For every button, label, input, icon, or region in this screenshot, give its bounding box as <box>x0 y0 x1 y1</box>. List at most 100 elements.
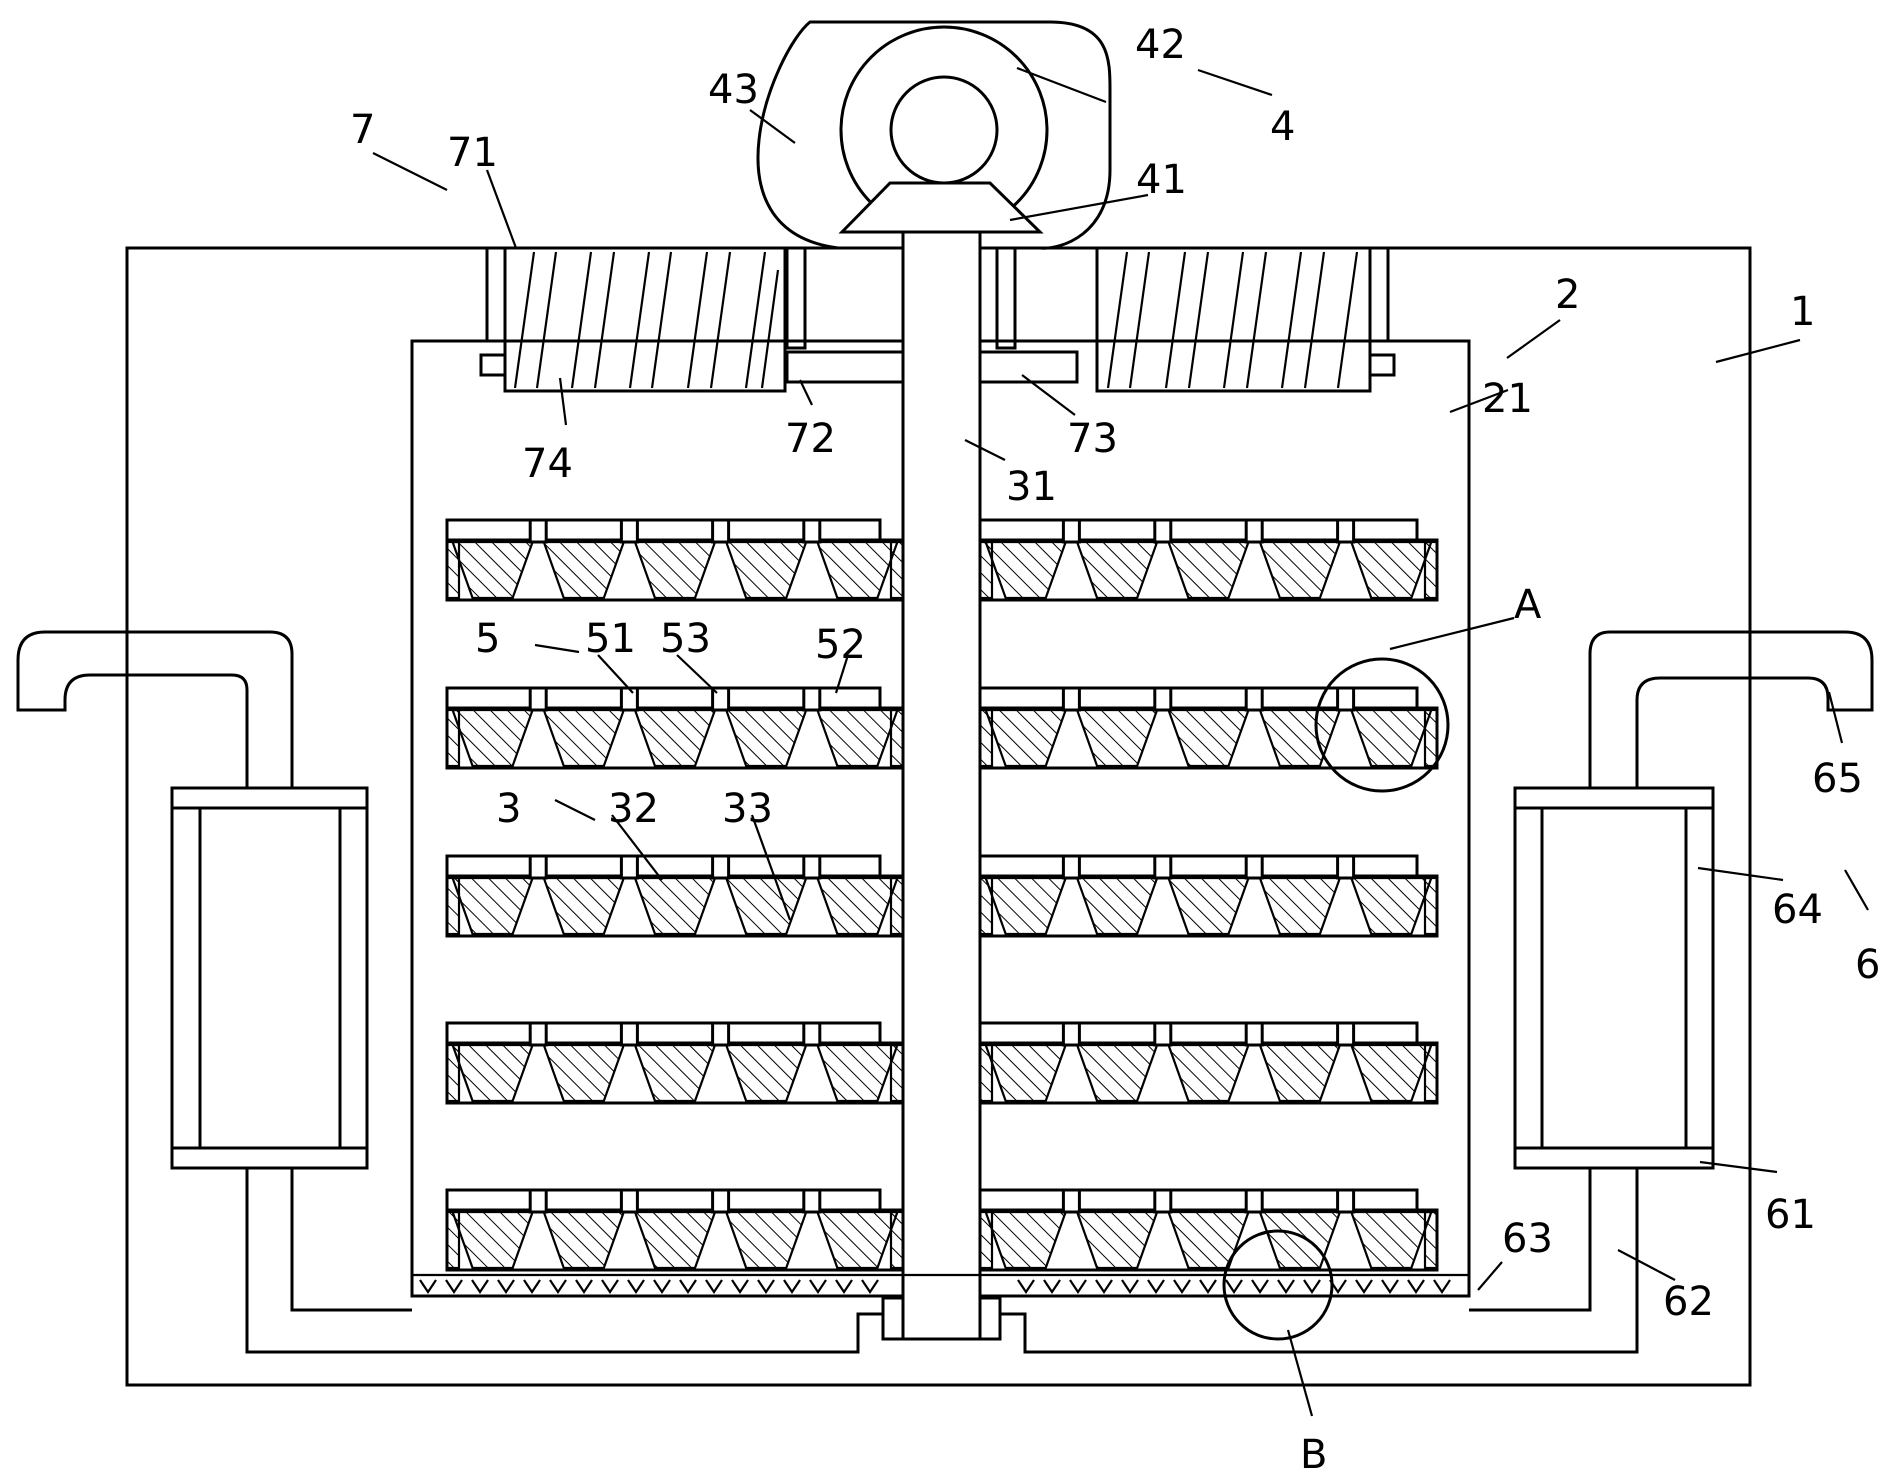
connector <box>1336 686 1356 712</box>
filter-mesh <box>1355 1279 1373 1294</box>
detail-circle-b <box>1222 1229 1334 1341</box>
connector <box>619 854 639 880</box>
filter-mesh <box>575 1279 593 1294</box>
filter-mesh <box>1147 1279 1165 1294</box>
connector <box>1244 686 1264 712</box>
connector <box>1153 518 1173 544</box>
blade <box>984 540 1068 600</box>
left-pump-body <box>170 786 369 1170</box>
blade <box>1349 540 1433 600</box>
blade <box>815 1210 899 1270</box>
label-32: 32 <box>608 786 659 832</box>
filter-mesh <box>419 1279 437 1294</box>
connector <box>1153 1021 1173 1047</box>
filter-mesh <box>1043 1279 1061 1294</box>
connector <box>802 518 822 544</box>
plate-end <box>445 1210 461 1270</box>
blade <box>633 708 717 768</box>
blade <box>542 708 626 768</box>
connector <box>1244 1188 1264 1214</box>
label-72: 72 <box>785 416 836 462</box>
blade <box>633 540 717 600</box>
blade <box>633 876 717 936</box>
blade <box>815 708 899 768</box>
blade <box>542 1210 626 1270</box>
label-43: 43 <box>708 67 759 113</box>
filter-mesh <box>549 1279 567 1294</box>
label-3: 3 <box>496 786 521 832</box>
blade <box>1258 1210 1342 1270</box>
filter-mesh <box>705 1279 723 1294</box>
connector <box>1336 1021 1356 1047</box>
blade <box>451 1043 535 1103</box>
left-pump-assembly <box>16 630 883 1354</box>
blade <box>1075 540 1159 600</box>
plate-end <box>889 876 905 936</box>
plate-end <box>978 540 994 600</box>
blade <box>815 876 899 936</box>
blade <box>724 1210 808 1270</box>
filter-mesh <box>731 1279 749 1294</box>
screw-roller-right <box>1095 246 1372 393</box>
label-71: 71 <box>447 130 498 176</box>
label-2: 2 <box>1555 272 1580 318</box>
filter-mesh <box>497 1279 515 1294</box>
blade <box>1349 1210 1433 1270</box>
blade <box>724 540 808 600</box>
connector <box>1244 1021 1264 1047</box>
connector <box>1153 854 1173 880</box>
filter-mesh <box>1303 1279 1321 1294</box>
connector <box>711 1188 731 1214</box>
label-31: 31 <box>1006 464 1057 510</box>
label-7: 7 <box>350 107 375 153</box>
filter-mesh <box>783 1279 801 1294</box>
filter-mesh <box>523 1279 541 1294</box>
connector <box>619 518 639 544</box>
connector <box>1061 1188 1081 1214</box>
connector <box>1153 686 1173 712</box>
blade <box>815 540 899 600</box>
connector <box>528 686 548 712</box>
blade <box>542 540 626 600</box>
blade <box>1258 708 1342 768</box>
filter-mesh <box>627 1279 645 1294</box>
filter-mesh <box>679 1279 697 1294</box>
connector <box>528 854 548 880</box>
blade <box>451 876 535 936</box>
blade <box>1258 876 1342 936</box>
blade <box>1349 1043 1433 1103</box>
filter-mesh <box>1407 1279 1425 1294</box>
connector <box>1336 854 1356 880</box>
connector <box>528 1021 548 1047</box>
plate-end <box>978 708 994 768</box>
connector <box>1061 518 1081 544</box>
filter-mesh <box>757 1279 775 1294</box>
filter-mesh <box>1225 1279 1243 1294</box>
filter-mesh <box>653 1279 671 1294</box>
plate-end <box>1423 1043 1439 1103</box>
label-62: 62 <box>1663 1279 1714 1325</box>
label-4: 4 <box>1270 104 1295 150</box>
reference-labels: 1 2 21 3 31 32 33 4 41 42 43 5 51 52 53 … <box>350 22 1880 1478</box>
filter-mesh <box>601 1279 619 1294</box>
plate-end <box>978 1210 994 1270</box>
label-74: 74 <box>522 441 573 487</box>
plate-end <box>889 708 905 768</box>
blade <box>984 708 1068 768</box>
connector <box>711 1021 731 1047</box>
plate-end <box>1423 708 1439 768</box>
connector <box>619 686 639 712</box>
plate-end <box>445 540 461 600</box>
filter-mesh <box>1095 1279 1113 1294</box>
connector <box>619 1021 639 1047</box>
label-b: B <box>1300 1432 1327 1478</box>
label-21: 21 <box>1482 376 1533 422</box>
connector <box>528 518 548 544</box>
blade <box>1258 540 1342 600</box>
blade <box>984 876 1068 936</box>
blade <box>1166 1043 1251 1103</box>
blade <box>542 1043 626 1103</box>
right-pump-body-64 <box>1513 786 1715 1170</box>
plate-end <box>1423 540 1439 600</box>
